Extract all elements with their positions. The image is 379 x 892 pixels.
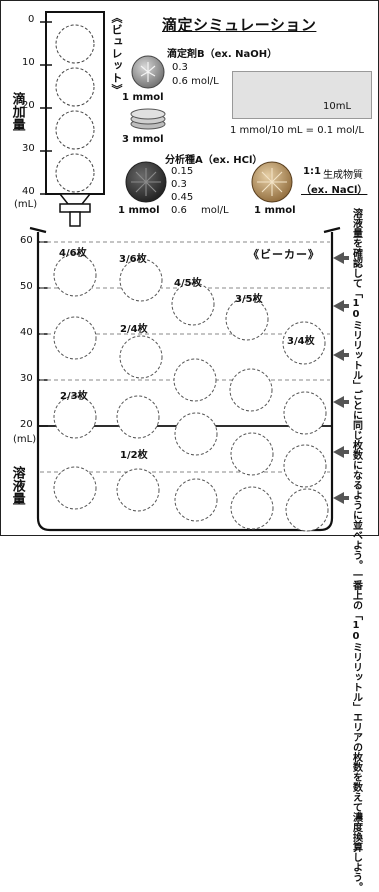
arrow-icons (333, 252, 349, 504)
analyte-amount: 1 mmol (118, 205, 160, 216)
count-label-2-3: 2/3枚 (60, 391, 88, 402)
burette-unit: (mL) (14, 199, 38, 210)
burette (40, 11, 105, 227)
titrant-conc-2: 0.6 mol/L (172, 76, 219, 87)
burette-discs (55, 24, 95, 193)
count-label-3-5: 3/5枚 (235, 294, 263, 305)
beaker-side-title: 溶液量 (9, 466, 25, 505)
product-disc-icon (251, 161, 293, 203)
titrant-amount-2: 3 mmol (122, 134, 164, 145)
count-label-1-2: 1/2枚 (120, 450, 148, 461)
count-label-2-4: 2/4枚 (120, 324, 148, 335)
beaker-gridlines (40, 241, 330, 473)
beaker-disc (53, 466, 97, 510)
beaker-disc (174, 478, 218, 522)
analyte-conc-3: 0.45 (171, 192, 194, 203)
beaker-disc (285, 488, 329, 532)
product-ratio: 1:1 (303, 166, 321, 177)
analyte-disc-icon (125, 161, 167, 203)
titrant-label: 滴定剤B（ex. NaOH） (167, 49, 278, 60)
beaker-disc (119, 335, 163, 379)
product-amount: 1 mmol (254, 205, 296, 216)
beaker-tick-20: 20 (20, 419, 33, 430)
burette-tick-0: 0 (28, 14, 35, 25)
analyte-conc-1: 0.15 (171, 166, 194, 177)
box-volume: 10mL (323, 101, 352, 112)
burette-tick-20: 20 (22, 100, 35, 111)
burette-taper (58, 193, 92, 205)
stopcock-icon (59, 203, 91, 213)
beaker-disc (230, 432, 274, 476)
count-label-3-6: 3/6枚 (119, 254, 147, 265)
count-label-3-4: 3/4枚 (287, 336, 315, 347)
beaker-disc (174, 412, 218, 456)
titrant-amount-1: 1 mmol (122, 92, 164, 103)
burette-disc (55, 153, 95, 193)
beaker-disc (116, 468, 160, 512)
burette-tick-30: 30 (22, 143, 35, 154)
beaker-wall (36, 232, 334, 532)
beaker-tick-30: 30 (20, 373, 33, 384)
count-label-4-6: 4/6枚 (59, 248, 87, 259)
arrow-left-icon (333, 349, 349, 361)
beaker (29, 226, 341, 532)
count-label-4-5: 4/5枚 (174, 278, 202, 289)
beaker-disc (282, 321, 326, 365)
beaker-disc (229, 368, 273, 412)
beaker-disc (171, 282, 215, 326)
beaker-disc (119, 258, 163, 302)
arrow-left-icon (333, 300, 349, 312)
beaker-tick-60: 60 (20, 235, 33, 246)
titrant-disc-icon (131, 55, 165, 89)
burette-disc (55, 110, 95, 150)
beaker-disc (283, 444, 327, 488)
beaker-disc (173, 358, 217, 402)
diagram-canvas (29, 11, 349, 532)
beaker-disc (116, 395, 160, 439)
beaker-tick-40: 40 (20, 327, 33, 338)
burette-tick-marks (40, 21, 52, 195)
arrow-left-icon (333, 446, 349, 458)
analyte-unit: mol/L (201, 205, 229, 216)
beaker-disc (283, 391, 327, 435)
analyte-label: 分析種A（ex. HCl） (165, 155, 263, 166)
arrow-left-icon (333, 396, 349, 408)
arrow-left-icon (333, 492, 349, 504)
concentration-box (232, 71, 372, 119)
burette-tip (69, 211, 81, 227)
beaker-disc (53, 316, 97, 360)
burette-label: 《ビュレット》 (110, 12, 123, 96)
beaker-disc (53, 395, 97, 439)
analyte-conc-2: 0.3 (171, 179, 187, 190)
burette-tick-40: 40 (22, 186, 35, 197)
burette-side-title: 滴加量 (9, 92, 25, 131)
burette-disc (55, 67, 95, 107)
arrow-left-icon (333, 252, 349, 264)
product-label: 生成物質 (323, 170, 363, 181)
titrant-stack-icon (130, 108, 166, 130)
beaker-label: 《ビーカー》 (248, 248, 320, 261)
page-title: 滴定シミュレーション (162, 16, 317, 34)
beaker-disc (53, 253, 97, 297)
burette-disc (55, 24, 95, 64)
beaker-disc (230, 486, 274, 530)
analyte-conc-4: 0.6 (171, 205, 187, 216)
beaker-disc (225, 297, 269, 341)
beaker-discs (53, 253, 329, 532)
beaker-tick-50: 50 (20, 281, 33, 292)
burette-tick-10: 10 (22, 57, 35, 68)
instruction-text: 溶液量を確認して「10ミリリットル」ごとに同じ枚数になるように並べよう。一番上の… (350, 208, 362, 892)
beaker-unit: (mL) (13, 434, 37, 445)
product-example: （ex. NaCl） (301, 185, 368, 196)
concentration-equation: 1 mmol/10 mL = 0.1 mol/L (230, 125, 364, 136)
titrant-conc-1: 0.3 (172, 62, 188, 73)
